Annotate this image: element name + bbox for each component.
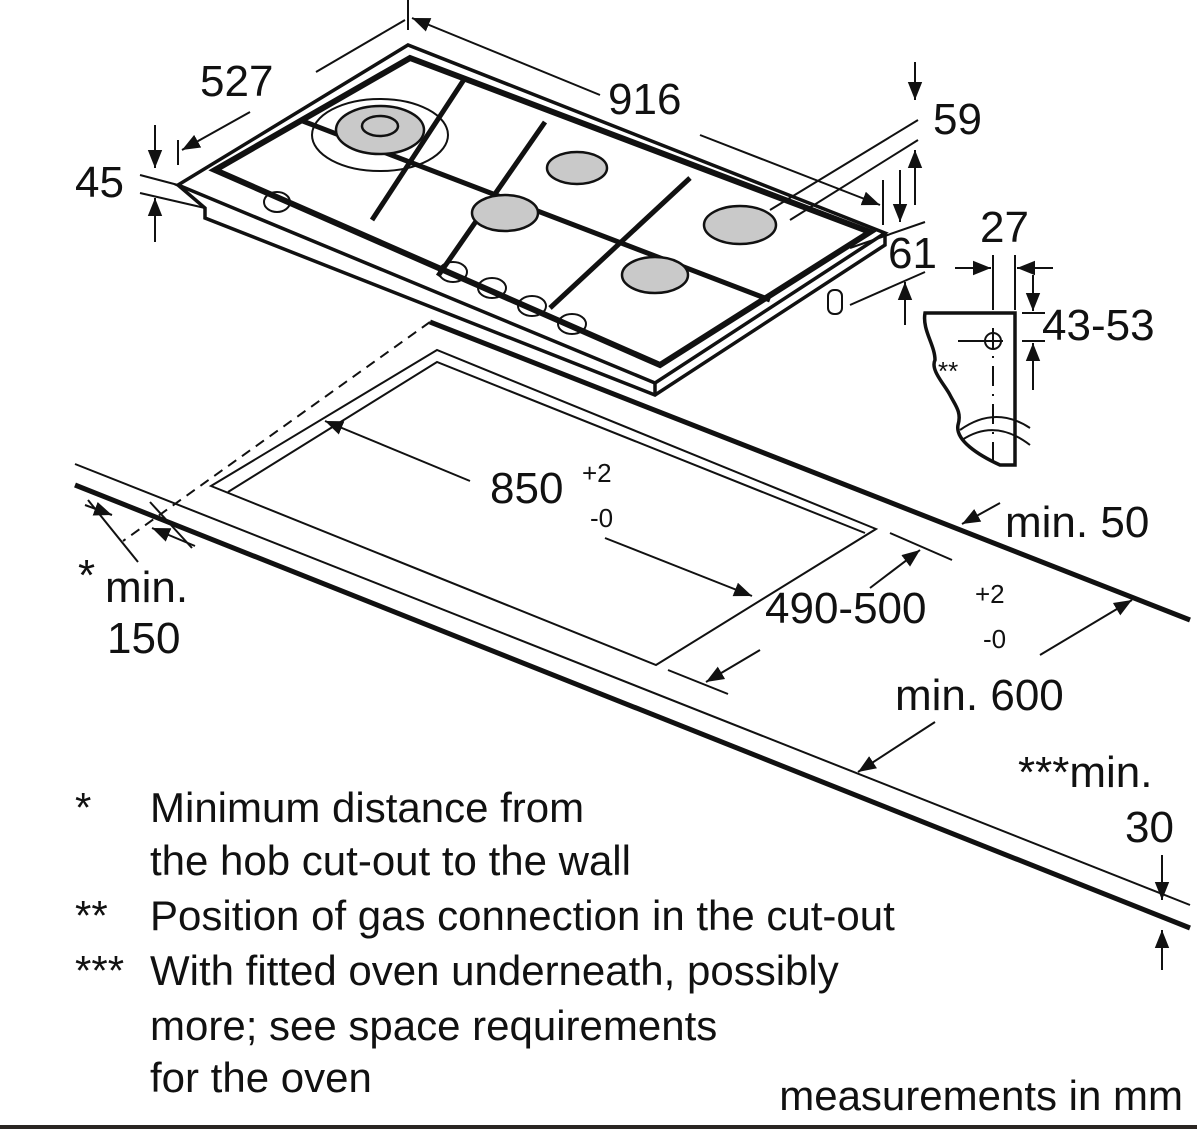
pan-support-frame [208,54,877,369]
label-min-worktop: min. 600 [895,671,1064,720]
label-min-thickness: ***min. [1018,748,1153,797]
legend-mark: * [75,784,91,831]
depth-527-arrow [181,111,251,151]
control-knobs [263,191,843,335]
label-gas-offset-x: 27 [980,203,1029,252]
knob [517,295,547,317]
cutout-depth-arrow-front [705,649,761,683]
break-lines [959,416,1031,446]
gas-position-marker: ** [938,356,958,386]
gas-hob [174,43,889,397]
cutout-width-arrow-right [604,537,753,597]
cutout-outline [208,348,879,667]
label-min-wall-star: * [78,551,95,600]
tick [139,192,206,209]
worktop-front-edge-top [74,463,1191,906]
legend-text: the hob cut-out to the wall [150,837,631,884]
worktop-back-edge [429,319,1191,623]
hob-front-edge [176,183,887,397]
legend-text: more; see space requirements [150,1002,717,1049]
tick [769,119,919,211]
label-cutout-width: 850 [490,464,563,513]
bottom-border [0,1125,1197,1129]
label-min-wall-value: 150 [107,614,180,663]
cutout-inner-edge [227,360,866,534]
wok-burner-ring [311,98,449,172]
legend: * Minimum distance from the hob cut-out … [75,784,895,1101]
label-cutout-depth: 490-500 [765,584,926,633]
width-916-arrow-left [411,17,601,96]
cutout [84,348,1170,970]
min-wall-arrow-left [84,501,113,516]
knob [477,277,507,299]
label-min-back: min. 50 [1005,498,1149,547]
label-height-front: 45 [75,158,124,207]
min-worktop-arrow-front [857,721,936,773]
burner [470,193,540,233]
label-cutout-depth-tol-plus: +2 [975,579,1005,609]
wall-reference-dashed-line [122,321,431,542]
min-back-arrow [961,502,1001,525]
burner [620,255,690,295]
label-min-wall: min. [105,563,188,612]
label-height-feet: 61 [888,229,937,278]
min-worktop-arrow-back [1039,599,1133,656]
units-note: measurements in mm [779,1072,1183,1119]
label-hob-width: 916 [608,75,681,124]
cutout-depth-arrow-back [869,549,921,589]
width-916-arrow-right [699,134,881,206]
tick [849,221,926,249]
min-wall-tick-2 [149,501,193,549]
label-hob-depth: 527 [200,57,273,106]
cutout-width-arrow-left [324,420,471,482]
burner [702,204,778,246]
legend-mark: *** [75,947,124,994]
tick [789,139,919,221]
knob [557,313,587,335]
min-wall-arrow-right [151,527,196,547]
knob [263,191,291,213]
pan-support-bar [369,76,468,222]
tick [849,271,926,306]
knob [438,261,468,283]
legend-text: for the oven [150,1054,372,1101]
cutout-depth-tick-back [889,532,953,561]
tick [139,174,179,186]
gas-connection-detail: ** [922,255,1053,467]
worktop [74,319,1191,931]
cutout-section [922,311,1017,467]
depth-527-line [315,19,406,73]
legend-text: With fitted oven underneath, possibly [150,947,839,994]
label-cutout-width-tol-minus: -0 [590,503,613,533]
legend-text: Minimum distance from [150,784,584,831]
hob-foot [827,289,843,315]
label-min-thickness-value: 30 [1125,803,1174,852]
label-cutout-width-tol-plus: +2 [582,458,612,488]
label-gas-offset-y: 43-53 [1042,301,1155,350]
cutout-depth-tick-front [667,669,729,695]
label-height-back: 59 [933,95,982,144]
worktop-front-edge-bottom [74,482,1191,931]
legend-mark: ** [75,892,108,939]
burner [545,150,609,186]
label-cutout-depth-tol-minus: -0 [983,624,1006,654]
wok-burner-cap [360,114,400,138]
legend-text: Position of gas connection in the cut-ou… [150,892,895,939]
hob-dimension-lines [139,0,926,325]
